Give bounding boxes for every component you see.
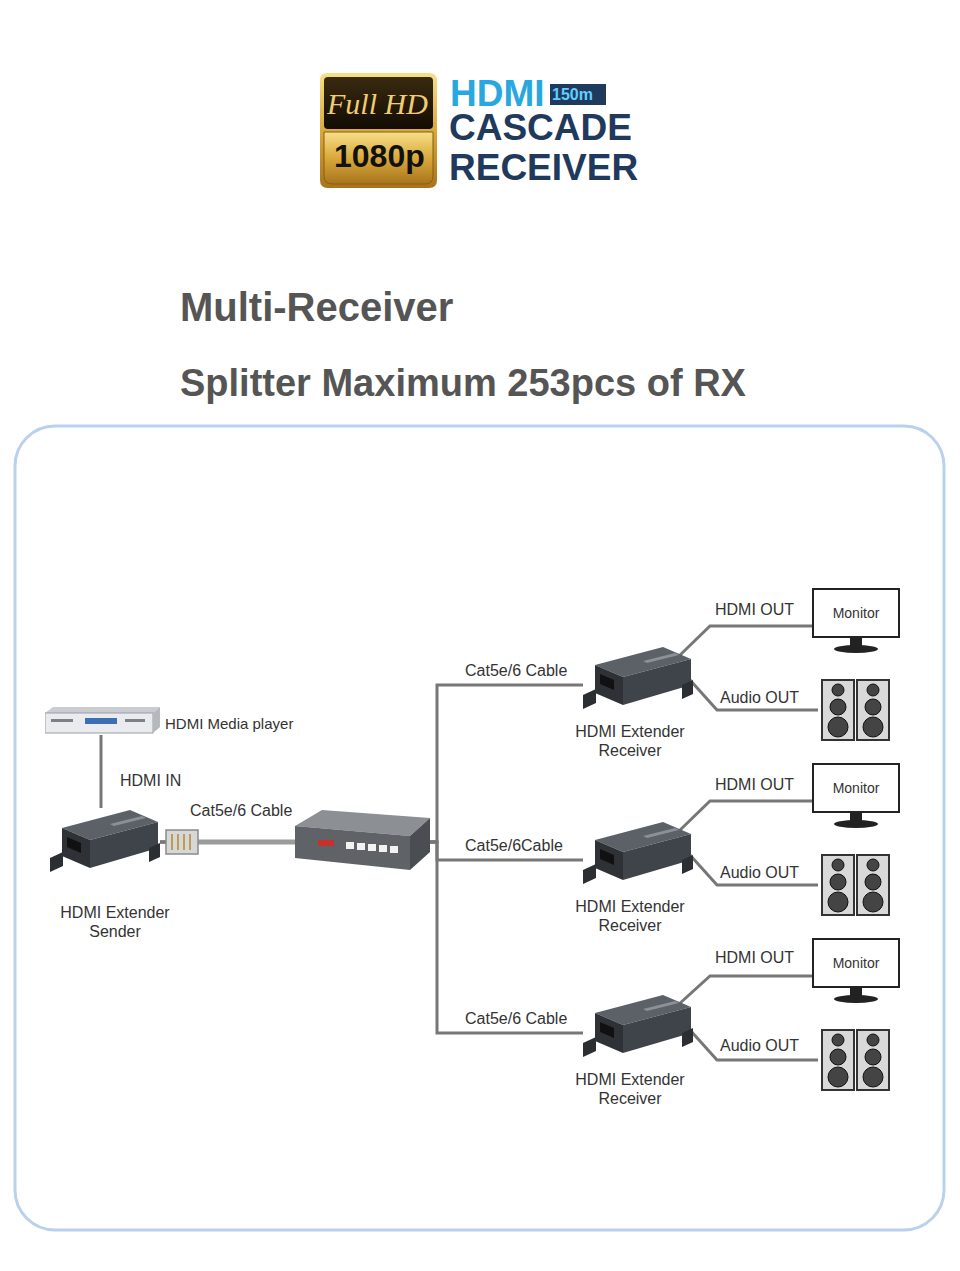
logo-text: Full HD	[327, 86, 428, 122]
speaker-cone	[832, 1034, 844, 1046]
cable-connector	[100, 735, 103, 808]
heading: Multi-Receiver	[180, 283, 453, 331]
extender-icon	[583, 993, 693, 1058]
hdmi-extender: HDMI Extender Receiver	[560, 820, 700, 935]
speaker-cone	[830, 1049, 846, 1065]
speaker-box	[857, 1030, 889, 1090]
extender-icon	[583, 820, 693, 885]
speaker-cone	[867, 859, 879, 871]
node-label: HDMI Extender Receiver	[565, 897, 695, 935]
node-label: Monitor	[833, 780, 880, 797]
speaker-box	[822, 855, 854, 915]
rj45-plug	[166, 830, 198, 854]
node-label: HDMI Extender Receiver	[565, 1070, 695, 1108]
hdmi-extender: HDMI Extender Sender	[40, 808, 190, 941]
speaker-cone	[828, 717, 848, 737]
edge-label: Cat5e/6 Cable	[463, 1009, 569, 1028]
extender-icon	[50, 808, 160, 873]
port-label: Audio OUT	[720, 1036, 799, 1055]
speaker-cone	[863, 1067, 883, 1087]
node-label: Monitor	[833, 605, 880, 622]
cable-connector	[678, 801, 812, 832]
player-icon	[45, 705, 161, 735]
speaker-box	[822, 1030, 854, 1090]
speaker-cone	[830, 699, 846, 715]
badge-150m	[550, 84, 606, 105]
audio-wire	[690, 1030, 818, 1060]
speaker-cone	[832, 684, 844, 696]
speaker-cone	[830, 874, 846, 890]
logo-text: CASCADE	[449, 106, 632, 150]
cable-connector	[160, 685, 583, 842]
edge-label: HDMI OUT	[713, 948, 796, 967]
speaker-cone	[867, 684, 879, 696]
monitor-base	[834, 995, 878, 1003]
edge-label: Cat5e/6Cable	[463, 836, 565, 855]
speaker-cone	[865, 874, 881, 890]
media-player: HDMI Media player	[45, 705, 293, 735]
node-label: Monitor	[833, 955, 880, 972]
network-cable	[196, 840, 296, 845]
speaker-box	[857, 855, 889, 915]
speaker-cone	[863, 717, 883, 737]
node-label: HDMI Media player	[165, 715, 293, 733]
hdmi-extender: HDMI Extender Receiver	[560, 645, 700, 760]
monitor-neck	[850, 638, 862, 646]
edge-label: HDMI IN	[118, 771, 183, 790]
speaker-cone	[832, 859, 844, 871]
cable-connector	[678, 626, 812, 657]
cable-connector	[678, 976, 812, 1005]
switch-uplink	[430, 841, 437, 844]
logo-text: RECEIVER	[449, 146, 638, 190]
speaker	[857, 1030, 889, 1090]
monitor-neck	[850, 813, 862, 821]
speaker	[857, 855, 889, 915]
hdmi-extender: HDMI Extender Receiver	[560, 993, 700, 1108]
monitor-base	[834, 645, 878, 653]
node-label: HDMI Extender Sender	[50, 903, 180, 941]
extender-icon	[583, 645, 693, 710]
cable-label: Cat5e/6 Cable	[190, 801, 292, 820]
audio-wire	[690, 680, 818, 710]
node-label: HDMI Extender Receiver	[565, 722, 695, 760]
speaker-cone	[863, 892, 883, 912]
port-label: Audio OUT	[720, 863, 799, 882]
edge-label: HDMI OUT	[713, 775, 796, 794]
network-switch	[295, 810, 430, 870]
speaker	[822, 680, 854, 740]
speaker-cone	[828, 892, 848, 912]
audio-wire	[690, 855, 818, 885]
speaker-cone	[867, 1034, 879, 1046]
speaker-cone	[828, 1067, 848, 1087]
badge-text: 150m	[552, 85, 593, 104]
port-label: Audio OUT	[720, 688, 799, 707]
cable-connector	[160, 842, 583, 1033]
speaker-box	[822, 680, 854, 740]
speaker	[822, 1030, 854, 1090]
monitor-base	[834, 820, 878, 828]
edge-label: HDMI OUT	[713, 600, 796, 619]
monitor-screen: Monitor	[812, 588, 900, 638]
logo-text: 1080p	[334, 137, 425, 175]
speaker	[822, 855, 854, 915]
speaker	[857, 680, 889, 740]
speaker-cone	[865, 1049, 881, 1065]
speaker-cone	[865, 699, 881, 715]
edge-label: Cat5e/6 Cable	[463, 661, 569, 680]
monitor-screen: Monitor	[812, 763, 900, 813]
monitor-screen: Monitor	[812, 938, 900, 988]
panel-border	[15, 426, 944, 1230]
subheading: Splitter Maximum 253pcs of RX	[180, 361, 746, 407]
monitor-neck	[850, 988, 862, 996]
logo-badge	[320, 73, 437, 188]
speaker-box	[857, 680, 889, 740]
